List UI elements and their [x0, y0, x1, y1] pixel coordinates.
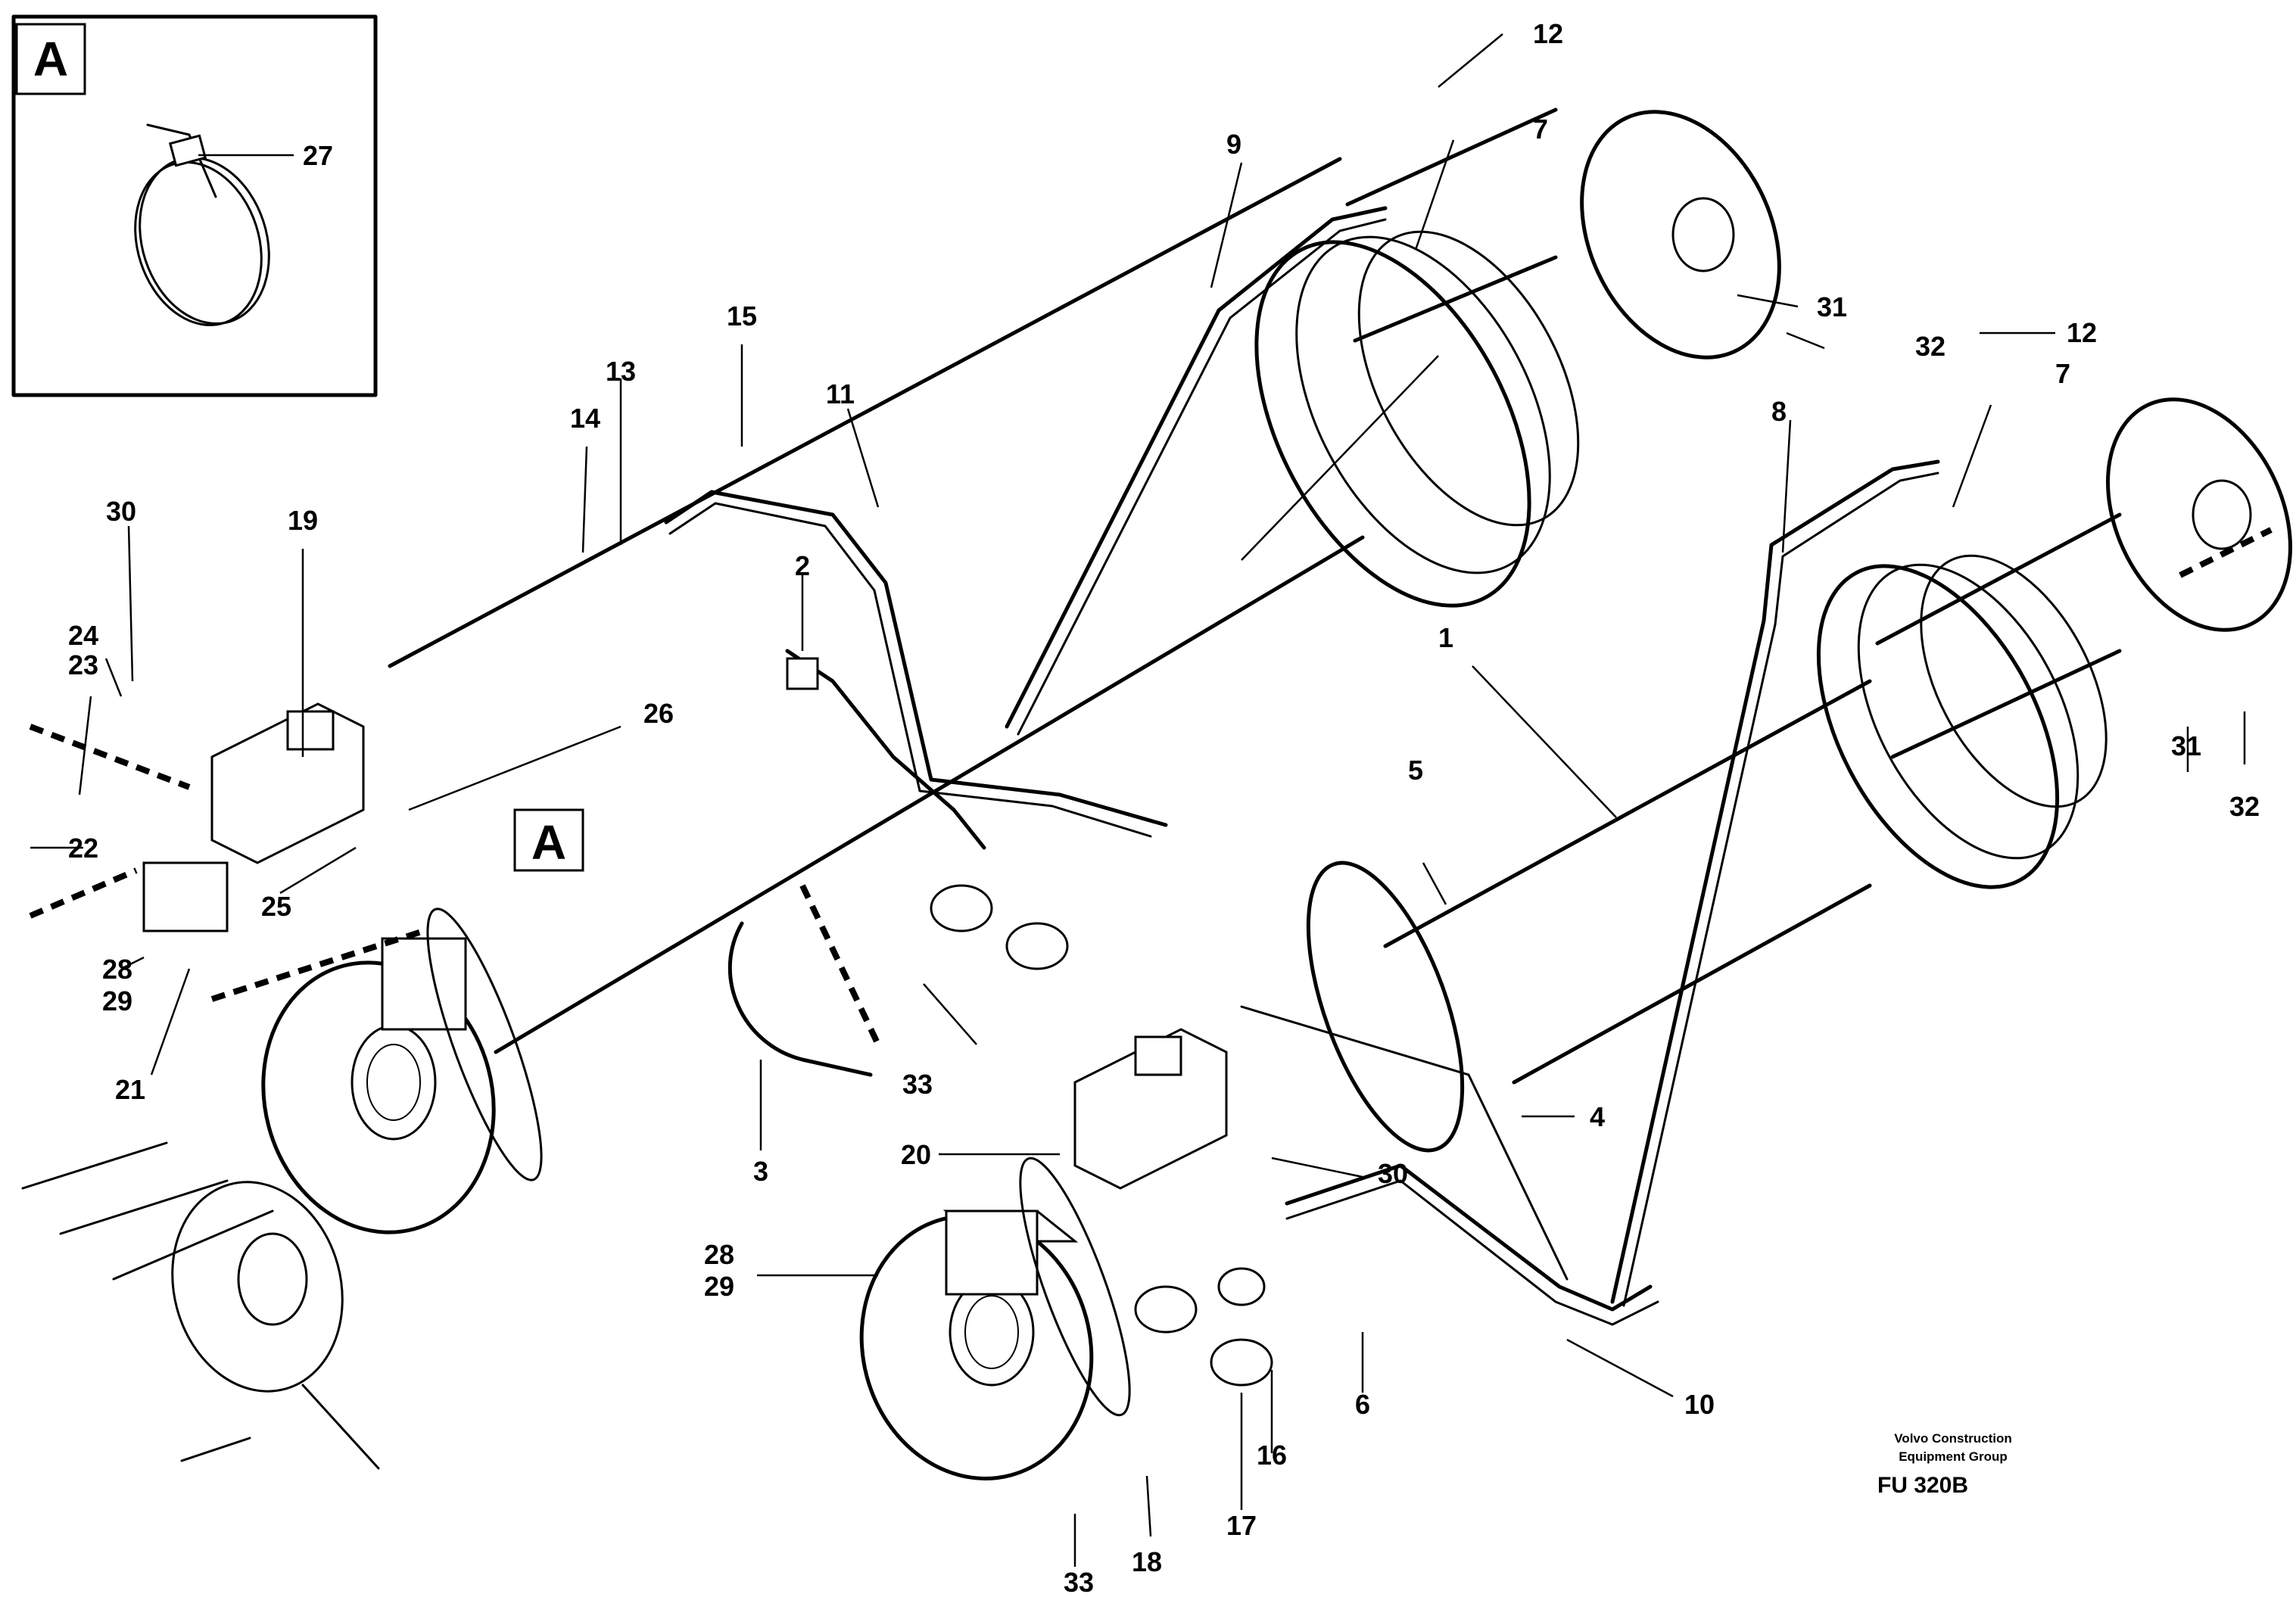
callout-22: 22	[68, 833, 98, 864]
callout-9: 9	[1226, 129, 1241, 160]
detail-a-marker: A	[531, 815, 566, 870]
callout-24: 24	[68, 620, 98, 651]
callout-labels: 1 2 3 4 5 6 7 7 8 9 10 11 12 12 13 14 15…	[68, 18, 2260, 1597]
callout-1: 1	[1438, 622, 1453, 653]
callout-29b: 29	[704, 1271, 734, 1302]
callout-20: 20	[901, 1139, 931, 1170]
callout-23: 23	[68, 649, 98, 680]
valve-block-19	[210, 702, 365, 864]
callout-21: 21	[115, 1074, 145, 1105]
callout-11: 11	[826, 378, 855, 409]
mounting-block-28	[142, 861, 229, 932]
callout-28b: 28	[704, 1239, 734, 1270]
credit-line-2: Equipment Group	[1899, 1449, 2008, 1464]
credit-block: Volvo Construction Equipment Group FU 32…	[1877, 1431, 2012, 1498]
callout-16: 16	[1257, 1440, 1287, 1471]
callout-2: 2	[795, 550, 810, 581]
callout-32b: 32	[2229, 791, 2260, 822]
inset-detail-a: A 27	[11, 14, 378, 397]
callout-29a: 29	[102, 985, 132, 1016]
callout-26: 26	[643, 698, 674, 729]
callout-18: 18	[1132, 1546, 1162, 1577]
callout-12a: 12	[1533, 18, 1563, 49]
leader-lines	[30, 33, 2246, 1567]
callout-15: 15	[727, 300, 757, 332]
callout-7b: 7	[2055, 358, 2070, 389]
callout-31b: 31	[2171, 730, 2201, 761]
frame-outline	[21, 1141, 380, 1470]
callout-32a: 32	[1915, 331, 1946, 362]
cross-tubes	[664, 206, 1940, 1387]
callout-13: 13	[606, 356, 636, 387]
callout-33b: 33	[1064, 1567, 1094, 1597]
callout-17: 17	[1226, 1510, 1257, 1541]
dashed-routing	[29, 527, 2273, 1046]
callout-30b: 30	[1378, 1158, 1408, 1189]
callout-10: 10	[1684, 1389, 1715, 1420]
left-cylinder	[261, 107, 1781, 1234]
callout-8: 8	[1771, 396, 1787, 427]
callout-5: 5	[1408, 755, 1423, 786]
callout-27: 27	[303, 140, 333, 171]
callout-30a: 30	[106, 496, 136, 527]
callout-31a: 31	[1817, 291, 1847, 322]
document-number: FU 320B	[1877, 1473, 1968, 1498]
right-cylinder	[859, 397, 2292, 1480]
hose-clamp-drawing	[134, 123, 270, 326]
inset-letter-box	[15, 23, 86, 95]
callout-6: 6	[1355, 1389, 1370, 1420]
inset-frame	[11, 14, 378, 397]
inset-letter: A	[33, 32, 68, 86]
credit-line-1: Volvo Construction	[1894, 1431, 2012, 1446]
callout-33a: 33	[902, 1069, 933, 1100]
callout-4: 4	[1590, 1101, 1605, 1132]
callout-28a: 28	[102, 954, 132, 985]
valve-block-20	[1073, 1028, 1228, 1190]
callout-7a: 7	[1533, 114, 1548, 145]
callout-25: 25	[261, 891, 291, 922]
callout-3: 3	[753, 1156, 768, 1187]
detail-a-marker-box	[513, 808, 584, 872]
callout-12b: 12	[2067, 317, 2097, 348]
callout-14: 14	[570, 403, 600, 434]
callout-19: 19	[288, 505, 318, 536]
